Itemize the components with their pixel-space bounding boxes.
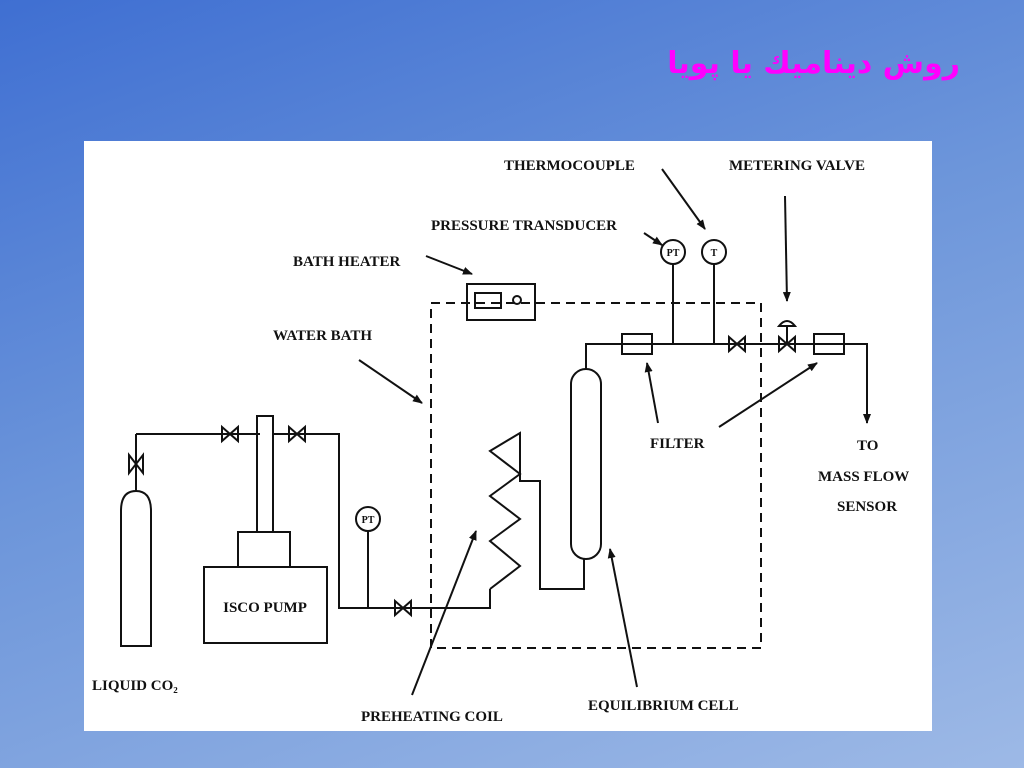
- label-to: TO: [857, 438, 878, 454]
- pt-gauge-left-label: PT: [362, 515, 375, 526]
- valve-2: [288, 424, 306, 444]
- metering-valve-handle: [776, 320, 798, 327]
- pump-body: [203, 566, 328, 644]
- label-preheating-coil: PREHEATING COIL: [361, 709, 503, 725]
- label-mass-flow: MASS FLOW: [818, 469, 909, 485]
- co2-cylinder: [120, 489, 152, 647]
- valve-1: [221, 424, 239, 444]
- arrow-preheating-coil: [411, 530, 477, 696]
- label-isco-pump: ISCO PUMP: [223, 600, 307, 616]
- t-gauge-top-label: T: [711, 248, 718, 259]
- water-bath-box: [430, 302, 762, 649]
- label-liquid-co2: LIQUID CO₂: [92, 678, 178, 694]
- arrow-thermocouple: [661, 168, 706, 230]
- filter-2: [813, 333, 845, 355]
- cylinder-valve: [128, 452, 144, 476]
- valve-3: [394, 598, 412, 618]
- arrow-water-bath: [358, 359, 423, 404]
- label-bath-heater: BATH HEATER: [293, 254, 401, 270]
- valve-4: [728, 334, 746, 354]
- t-gauge-top: [701, 239, 727, 265]
- cell-outlet-line: [585, 343, 868, 393]
- bath-heater-knob: [512, 295, 522, 305]
- pump-outlet-line: [273, 433, 491, 609]
- bath-heater-display: [474, 292, 502, 309]
- arrow-bath-heater: [425, 255, 473, 275]
- label-pressure-transducer: PRESSURE TRANSDUCER: [431, 218, 617, 234]
- label-thermocouple: THERMOCOUPLE: [504, 158, 635, 174]
- pt-gauge-top: [660, 239, 686, 265]
- label-water-bath: WATER BATH: [273, 328, 372, 344]
- equilibrium-cell: [570, 368, 602, 560]
- pump-head: [237, 531, 291, 568]
- bath-heater-box: [466, 283, 536, 321]
- label-filter: FILTER: [650, 436, 705, 452]
- preheating-coil: [488, 431, 585, 590]
- apparatus-diagram: PT PT T THERMOCOUPLE METERING VALVE PRES…: [92, 158, 909, 725]
- filter-1: [621, 333, 653, 355]
- arrow-pressure-transducer: [643, 232, 663, 246]
- label-metering-valve: METERING VALVE: [729, 158, 865, 174]
- arrow-equilibrium-cell: [607, 548, 638, 688]
- metering-valve: [778, 334, 796, 354]
- label-equilibrium-cell: EQUILIBRIUM CELL: [588, 698, 738, 714]
- apparatus-figure: PT PT T THERMOCOUPLE METERING VALVE PRES…: [84, 141, 932, 731]
- label-sensor: SENSOR: [837, 499, 897, 515]
- pt-gauge-top-label: PT: [667, 248, 680, 259]
- arrow-filter-2: [718, 362, 818, 428]
- pt-gauge-left: [355, 506, 381, 532]
- arrow-metering-valve: [782, 195, 791, 302]
- arrow-filter-1: [644, 362, 659, 424]
- slide-title: روش دیناميك يا پويا: [667, 46, 960, 81]
